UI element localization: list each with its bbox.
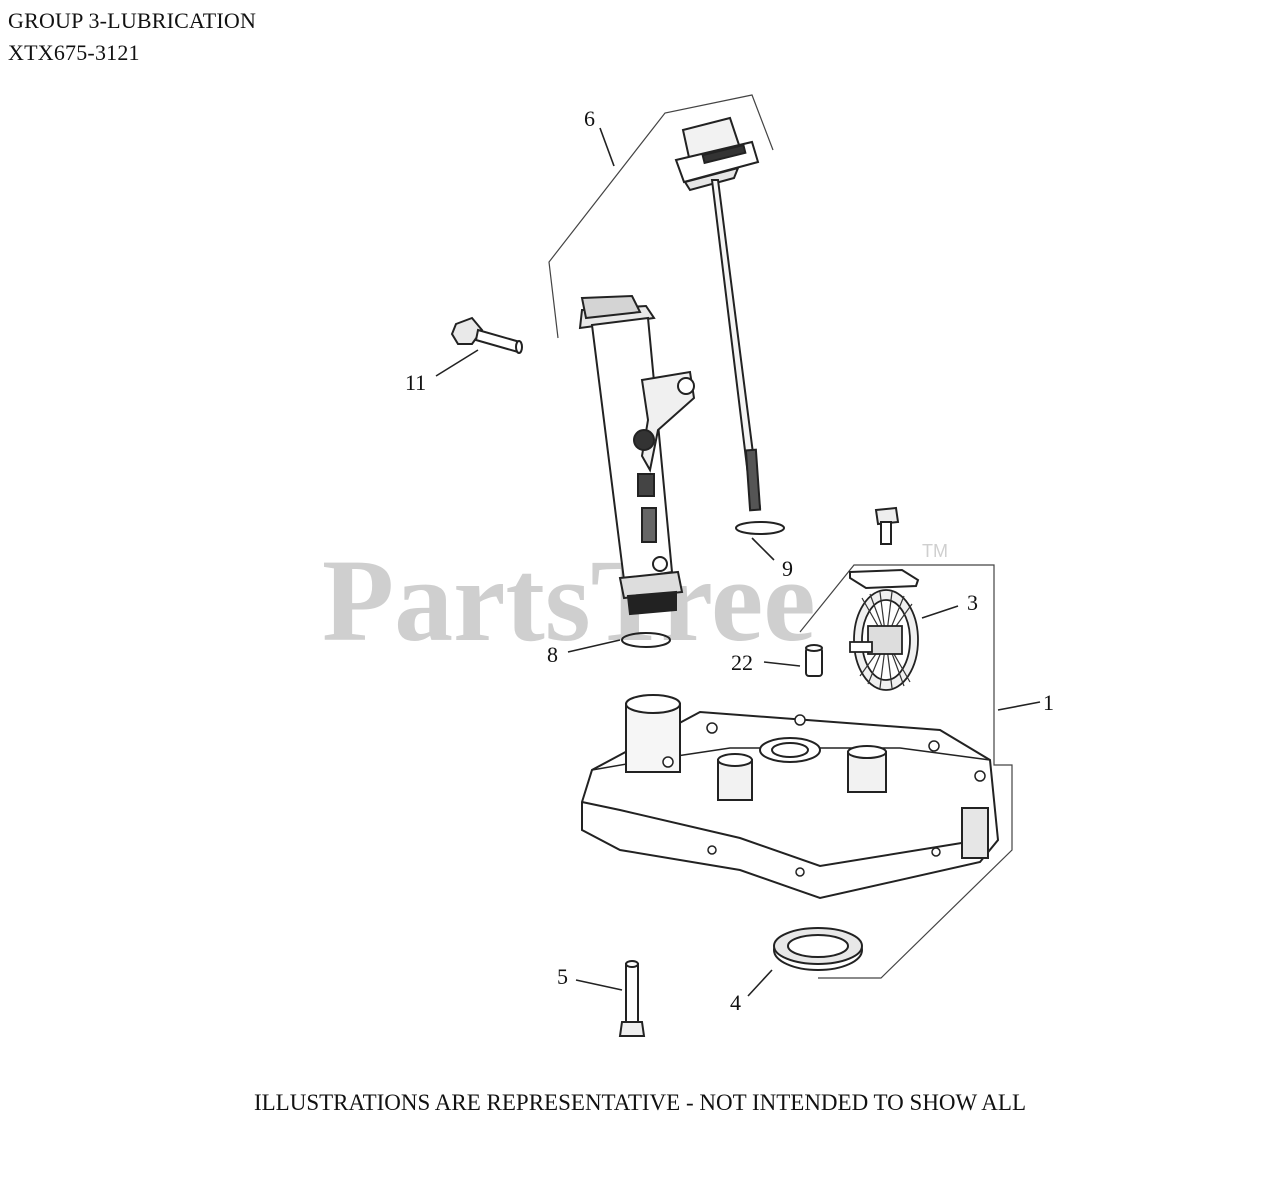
callout-9: 9 xyxy=(782,556,793,581)
governor-gear-part-3[interactable] xyxy=(849,589,919,691)
callout-22: 22 xyxy=(731,650,753,675)
watermark-trademark: TM xyxy=(922,541,948,561)
crankcase-cover-part-1[interactable] xyxy=(581,694,1000,900)
bolt-part-11[interactable] xyxy=(450,316,523,354)
callout-leader-lines xyxy=(435,127,1041,997)
bolt-part-5[interactable] xyxy=(618,960,646,1037)
callout-8: 8 xyxy=(547,642,558,667)
oil-seal-part-4[interactable] xyxy=(773,927,863,971)
callout-5: 5 xyxy=(557,964,568,989)
watermark-text: PartsTree xyxy=(322,535,816,666)
diagram-group-title: GROUP 3-LUBRICATION xyxy=(8,8,257,33)
governor-plate[interactable] xyxy=(849,568,920,590)
crankcase-group-bracket xyxy=(799,564,1013,979)
group-bracket-lines xyxy=(548,94,1013,979)
governor-bolt[interactable] xyxy=(874,506,900,545)
disclaimer-text: ILLUSTRATIONS ARE REPRESENTATIVE - NOT I… xyxy=(253,1090,1027,1115)
callout-1: 1 xyxy=(1043,690,1054,715)
callout-11: 11 xyxy=(405,370,426,395)
o-ring-part-8[interactable] xyxy=(621,632,671,648)
model-number: XTX675-3121 xyxy=(8,40,140,65)
callout-4: 4 xyxy=(730,990,741,1015)
dowel-pin-part-22[interactable] xyxy=(805,644,823,677)
callout-3: 3 xyxy=(967,590,978,615)
o-ring-part-9[interactable] xyxy=(735,521,785,535)
dipstick-group-bracket xyxy=(548,94,774,339)
dipstick-part[interactable] xyxy=(674,116,762,512)
dipstick-tube-part[interactable] xyxy=(578,294,696,616)
callout-6: 6 xyxy=(584,106,595,131)
